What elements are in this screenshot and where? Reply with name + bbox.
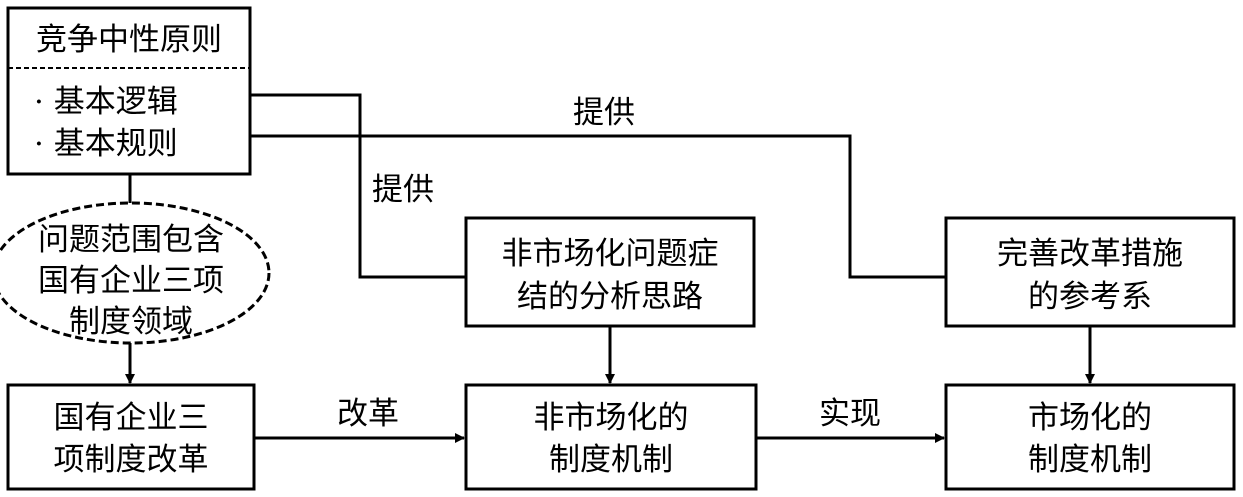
principle-title: 竞争中性原则 [36,22,222,58]
connector-provide-to-reference [250,134,946,279]
nonmarket-box [464,383,758,491]
analysis-line-2: 结的分析思路 [517,279,703,315]
edge-label-provide-top: 提供 [573,95,635,131]
reform-line-2: 项制度改革 [54,442,209,478]
edge-label-provide-left: 提供 [372,172,434,208]
market-box [944,383,1236,491]
connector-provide-to-analysis [250,93,466,279]
scope-line-3: 制度领域 [69,304,193,340]
scope-line-2: 国有企业三项 [38,263,224,299]
nonmarket-line-2: 制度机制 [549,442,673,478]
analysis-line-1: 非市场化问题症 [502,236,719,272]
reference-line-2: 的参考系 [1028,279,1152,315]
principle-item-rules: · 基本规则 [34,126,178,162]
market-line-1: 市场化的 [1028,400,1152,436]
reform-box [6,383,256,491]
scope-ellipse [0,201,271,345]
principle-item-logic: · 基本逻辑 [34,84,178,120]
analysis-box [464,216,756,328]
reference-line-1: 完善改革措施 [997,236,1183,272]
reform-line-1: 国有企业三 [54,400,209,436]
scope-line-1: 问题范围包含 [38,222,224,258]
market-line-2: 制度机制 [1028,442,1152,478]
reference-box [944,216,1236,328]
edge-label-realize: 实现 [819,396,881,432]
nonmarket-line-1: 非市场化的 [534,400,689,436]
principle-box [6,6,252,176]
edge-label-reform: 改革 [337,396,399,432]
